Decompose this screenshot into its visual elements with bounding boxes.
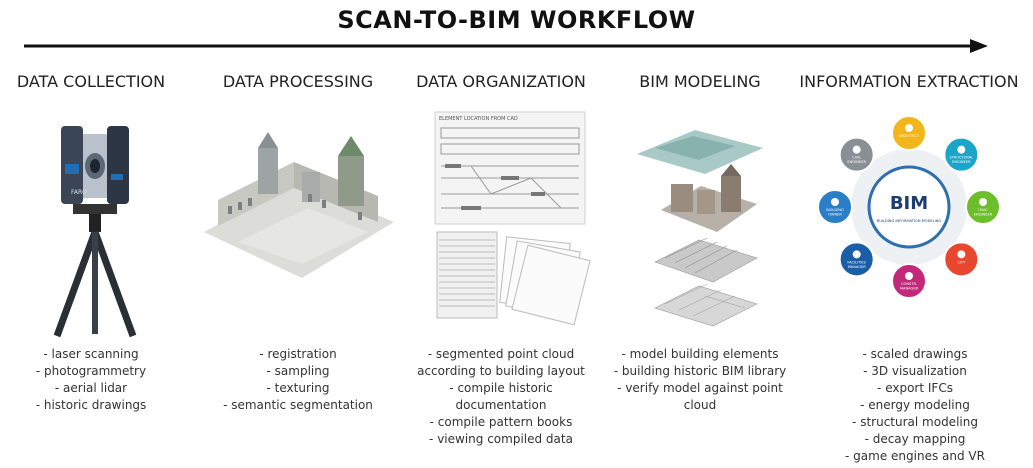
stakeholder-label: HVAC xyxy=(978,208,988,212)
stakeholder-label: ENGINEER xyxy=(974,213,993,217)
stakeholder-label: ENGINEER xyxy=(847,160,866,164)
bim-stakeholder-wheel: BIM BUILDING INFORMATION MODELING ARCHIT… xyxy=(817,115,1001,299)
bim-model-layers-illustration xyxy=(637,130,763,327)
stage-data-collection: DATA COLLECTION FARO xyxy=(0,72,182,344)
list-item: - registration xyxy=(259,347,337,361)
stage-bim-modeling: BIM MODELING xyxy=(612,72,788,328)
list-item: - decay mapping xyxy=(864,432,966,446)
stakeholder-node: CONSTR.MANAGER xyxy=(891,263,927,299)
list-item: - compile historic xyxy=(449,381,553,395)
stakeholder-label: BUILDING xyxy=(826,208,844,212)
list-item: - sampling xyxy=(266,364,330,378)
workflow-arrow xyxy=(24,39,988,53)
scanner-brand-label: FARO xyxy=(71,189,87,196)
list-item: - structural modeling xyxy=(852,415,978,429)
stakeholder-circle xyxy=(817,189,853,225)
list-item: - viewing compiled data xyxy=(429,432,573,446)
stage-list-information-extraction: - scaled drawings - 3D visualization - e… xyxy=(800,346,1030,465)
stakeholder-label: MANAGER xyxy=(900,287,919,291)
stage-list-data-collection: - laser scanning - photogrammetry - aeri… xyxy=(0,346,182,414)
person-icon xyxy=(905,272,913,280)
stakeholder-circle xyxy=(891,115,927,151)
stakeholder-label: FACILITIES xyxy=(847,260,866,264)
list-item: - compile pattern books xyxy=(429,415,573,429)
stakeholder-node: CITY xyxy=(943,241,980,278)
person-icon xyxy=(831,198,839,206)
stakeholder-circle xyxy=(943,136,980,173)
list-item: - semantic segmentation xyxy=(223,398,373,412)
stakeholder-circle xyxy=(838,241,875,278)
page-title: SCAN-TO-BIM WORKFLOW xyxy=(337,6,696,34)
stakeholder-circle xyxy=(891,263,927,299)
stage-information-extraction: INFORMATION EXTRACTION BIM BUILDING INFO… xyxy=(788,72,1030,302)
list-item: - energy modeling xyxy=(860,398,970,412)
list-item: - texturing xyxy=(266,381,330,395)
stage-heading: DATA ORGANIZATION xyxy=(416,72,586,91)
list-item: - verify model against point xyxy=(617,381,783,395)
stage-data-organization: DATA ORGANIZATION ELEMENT LOCATION FROM … xyxy=(400,72,602,328)
list-item: - laser scanning xyxy=(43,347,139,361)
point-cloud-building-illustration xyxy=(204,132,394,278)
stakeholder-label: ARCHITECT xyxy=(899,134,920,138)
bim-center-title: BIM xyxy=(890,193,928,214)
stakeholder-label: ENGINEER xyxy=(952,160,971,164)
person-icon xyxy=(852,250,861,259)
list-item: - segmented point cloud xyxy=(427,347,575,361)
list-item: - photogrammetry xyxy=(35,364,147,378)
list-item: - aerial lidar xyxy=(54,381,128,395)
stakeholder-label: CIVIL xyxy=(852,156,861,160)
stage-heading: BIM MODELING xyxy=(639,72,761,91)
stakeholder-label: OWNER xyxy=(828,213,842,217)
bim-center-subtitle: BUILDING INFORMATION MODELING xyxy=(877,219,942,223)
person-icon xyxy=(852,145,861,154)
stakeholder-label: STRUCTURAL xyxy=(949,156,973,160)
list-item: - 3D visualization xyxy=(863,364,967,378)
person-icon xyxy=(957,250,966,259)
list-item: - historic drawings xyxy=(35,398,147,412)
list-item: - model building elements xyxy=(621,347,779,361)
stage-list-data-processing: - registration - sampling - texturing - … xyxy=(196,346,400,414)
doc-caption: ELEMENT LOCATION FROM CAD xyxy=(439,116,518,122)
list-item: - building historic BIM library xyxy=(613,364,787,378)
laser-scanner-illustration: FARO xyxy=(53,126,137,338)
stage-list-data-organization: - segmented point cloud according to bui… xyxy=(400,346,602,448)
stakeholder-circle xyxy=(965,189,1001,225)
documentation-sheets-illustration: ELEMENT LOCATION FROM CAD xyxy=(434,111,591,326)
person-icon xyxy=(979,198,987,206)
list-item: - export IFCs xyxy=(877,381,953,395)
person-icon xyxy=(957,145,966,154)
stakeholder-circle xyxy=(838,136,875,173)
stage-list-bim-modeling: - model building elements - building his… xyxy=(612,346,788,414)
list-item: according to building layout xyxy=(417,364,585,378)
stage-data-processing: DATA PROCESSING xyxy=(196,72,400,292)
stage-heading: DATA PROCESSING xyxy=(222,72,374,91)
person-icon xyxy=(905,124,913,132)
stakeholder-circle xyxy=(943,241,980,278)
list-item: - scaled drawings xyxy=(862,347,968,361)
stage-heading: INFORMATION EXTRACTION xyxy=(799,72,1019,91)
stakeholder-node: ARCHITECT xyxy=(891,115,927,151)
list-item: cloud xyxy=(683,398,717,412)
stakeholder-label: MANAGER xyxy=(848,265,867,269)
stage-heading: DATA COLLECTION xyxy=(16,72,166,91)
list-item: - game engines and VR xyxy=(845,449,985,463)
stakeholder-label: CONSTR. xyxy=(901,282,917,286)
list-item: documentation xyxy=(455,398,547,412)
stakeholder-label: CITY xyxy=(957,260,966,264)
